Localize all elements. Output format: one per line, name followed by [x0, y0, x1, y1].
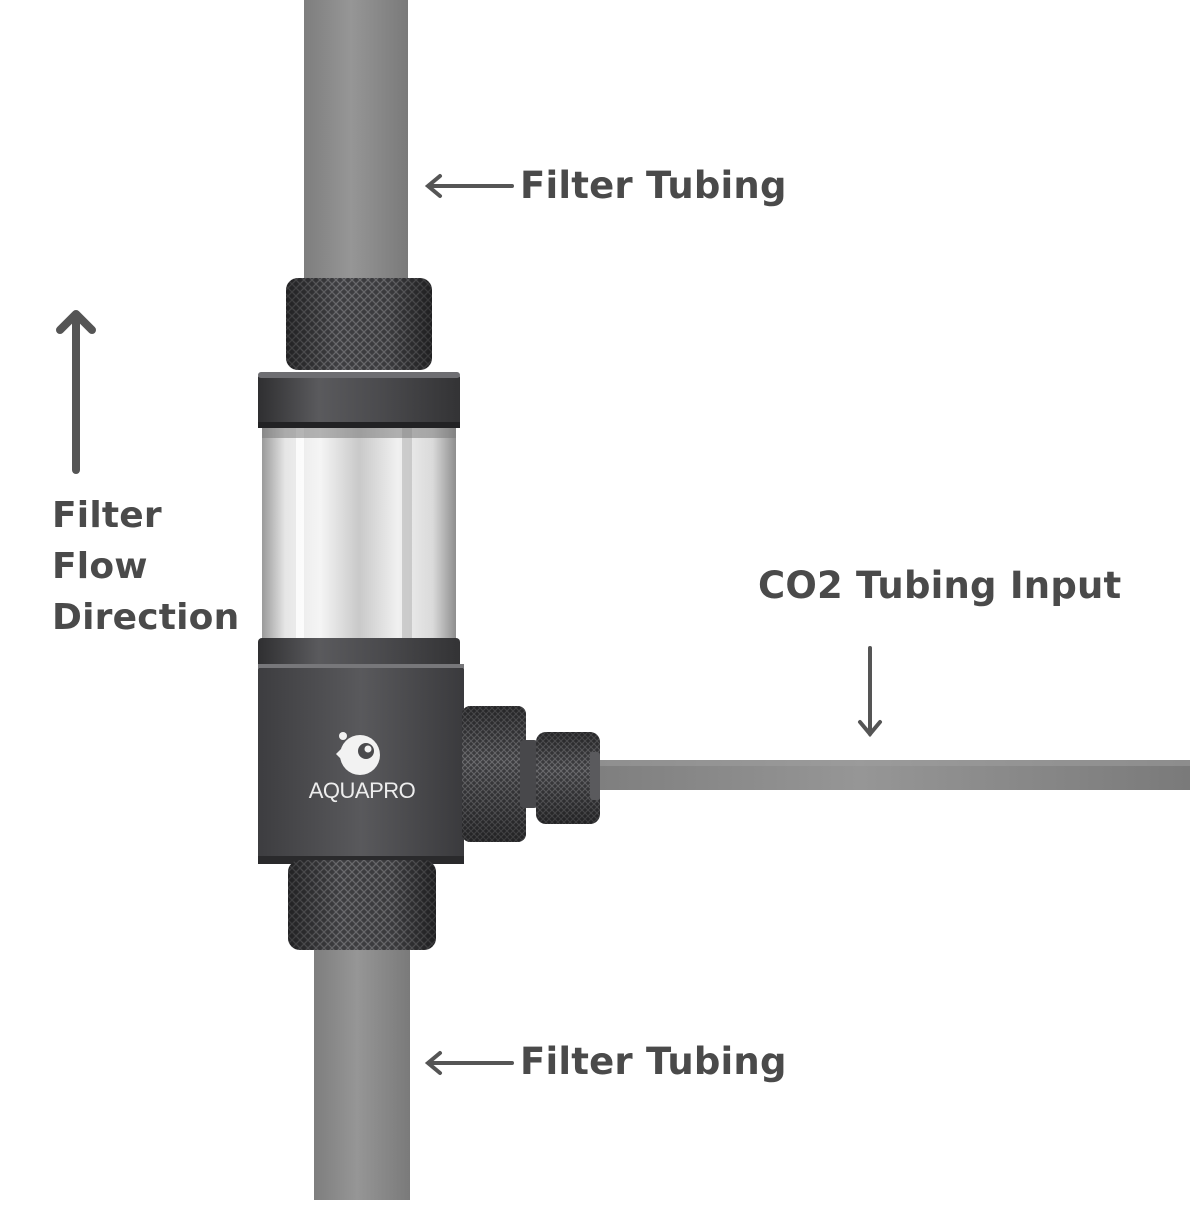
filter-flow-direction-label: Filter Flow Direction	[52, 490, 239, 643]
arrow-down-icon	[858, 646, 882, 738]
flow-label-line-1: Filter	[52, 495, 162, 536]
brand-logo-text: AQUAPRO	[309, 778, 416, 803]
fish-logo-icon	[336, 732, 380, 775]
filter-tubing-bottom-label: Filter Tubing	[520, 1040, 787, 1083]
bottom-knurled-nut	[288, 860, 436, 950]
arrow-left-icon	[424, 1051, 514, 1075]
filter-tube-bottom	[314, 940, 410, 1200]
filter-tubing-top-label: Filter Tubing	[520, 164, 787, 207]
co2-fitting	[520, 732, 600, 824]
glass-chamber	[262, 428, 456, 638]
flow-label-line-2: Flow	[52, 546, 148, 587]
top-metal-cap	[258, 372, 460, 428]
co2-tubing-input-label: CO2 Tubing Input	[758, 564, 1122, 607]
side-knurled-nut	[462, 706, 526, 842]
arrow-left-icon	[424, 174, 514, 198]
filter-tube-top	[304, 0, 408, 290]
top-knurled-nut	[286, 278, 432, 370]
lower-collar	[258, 638, 460, 668]
arrow-up-icon	[56, 310, 96, 474]
flow-label-line-3: Direction	[52, 597, 240, 638]
